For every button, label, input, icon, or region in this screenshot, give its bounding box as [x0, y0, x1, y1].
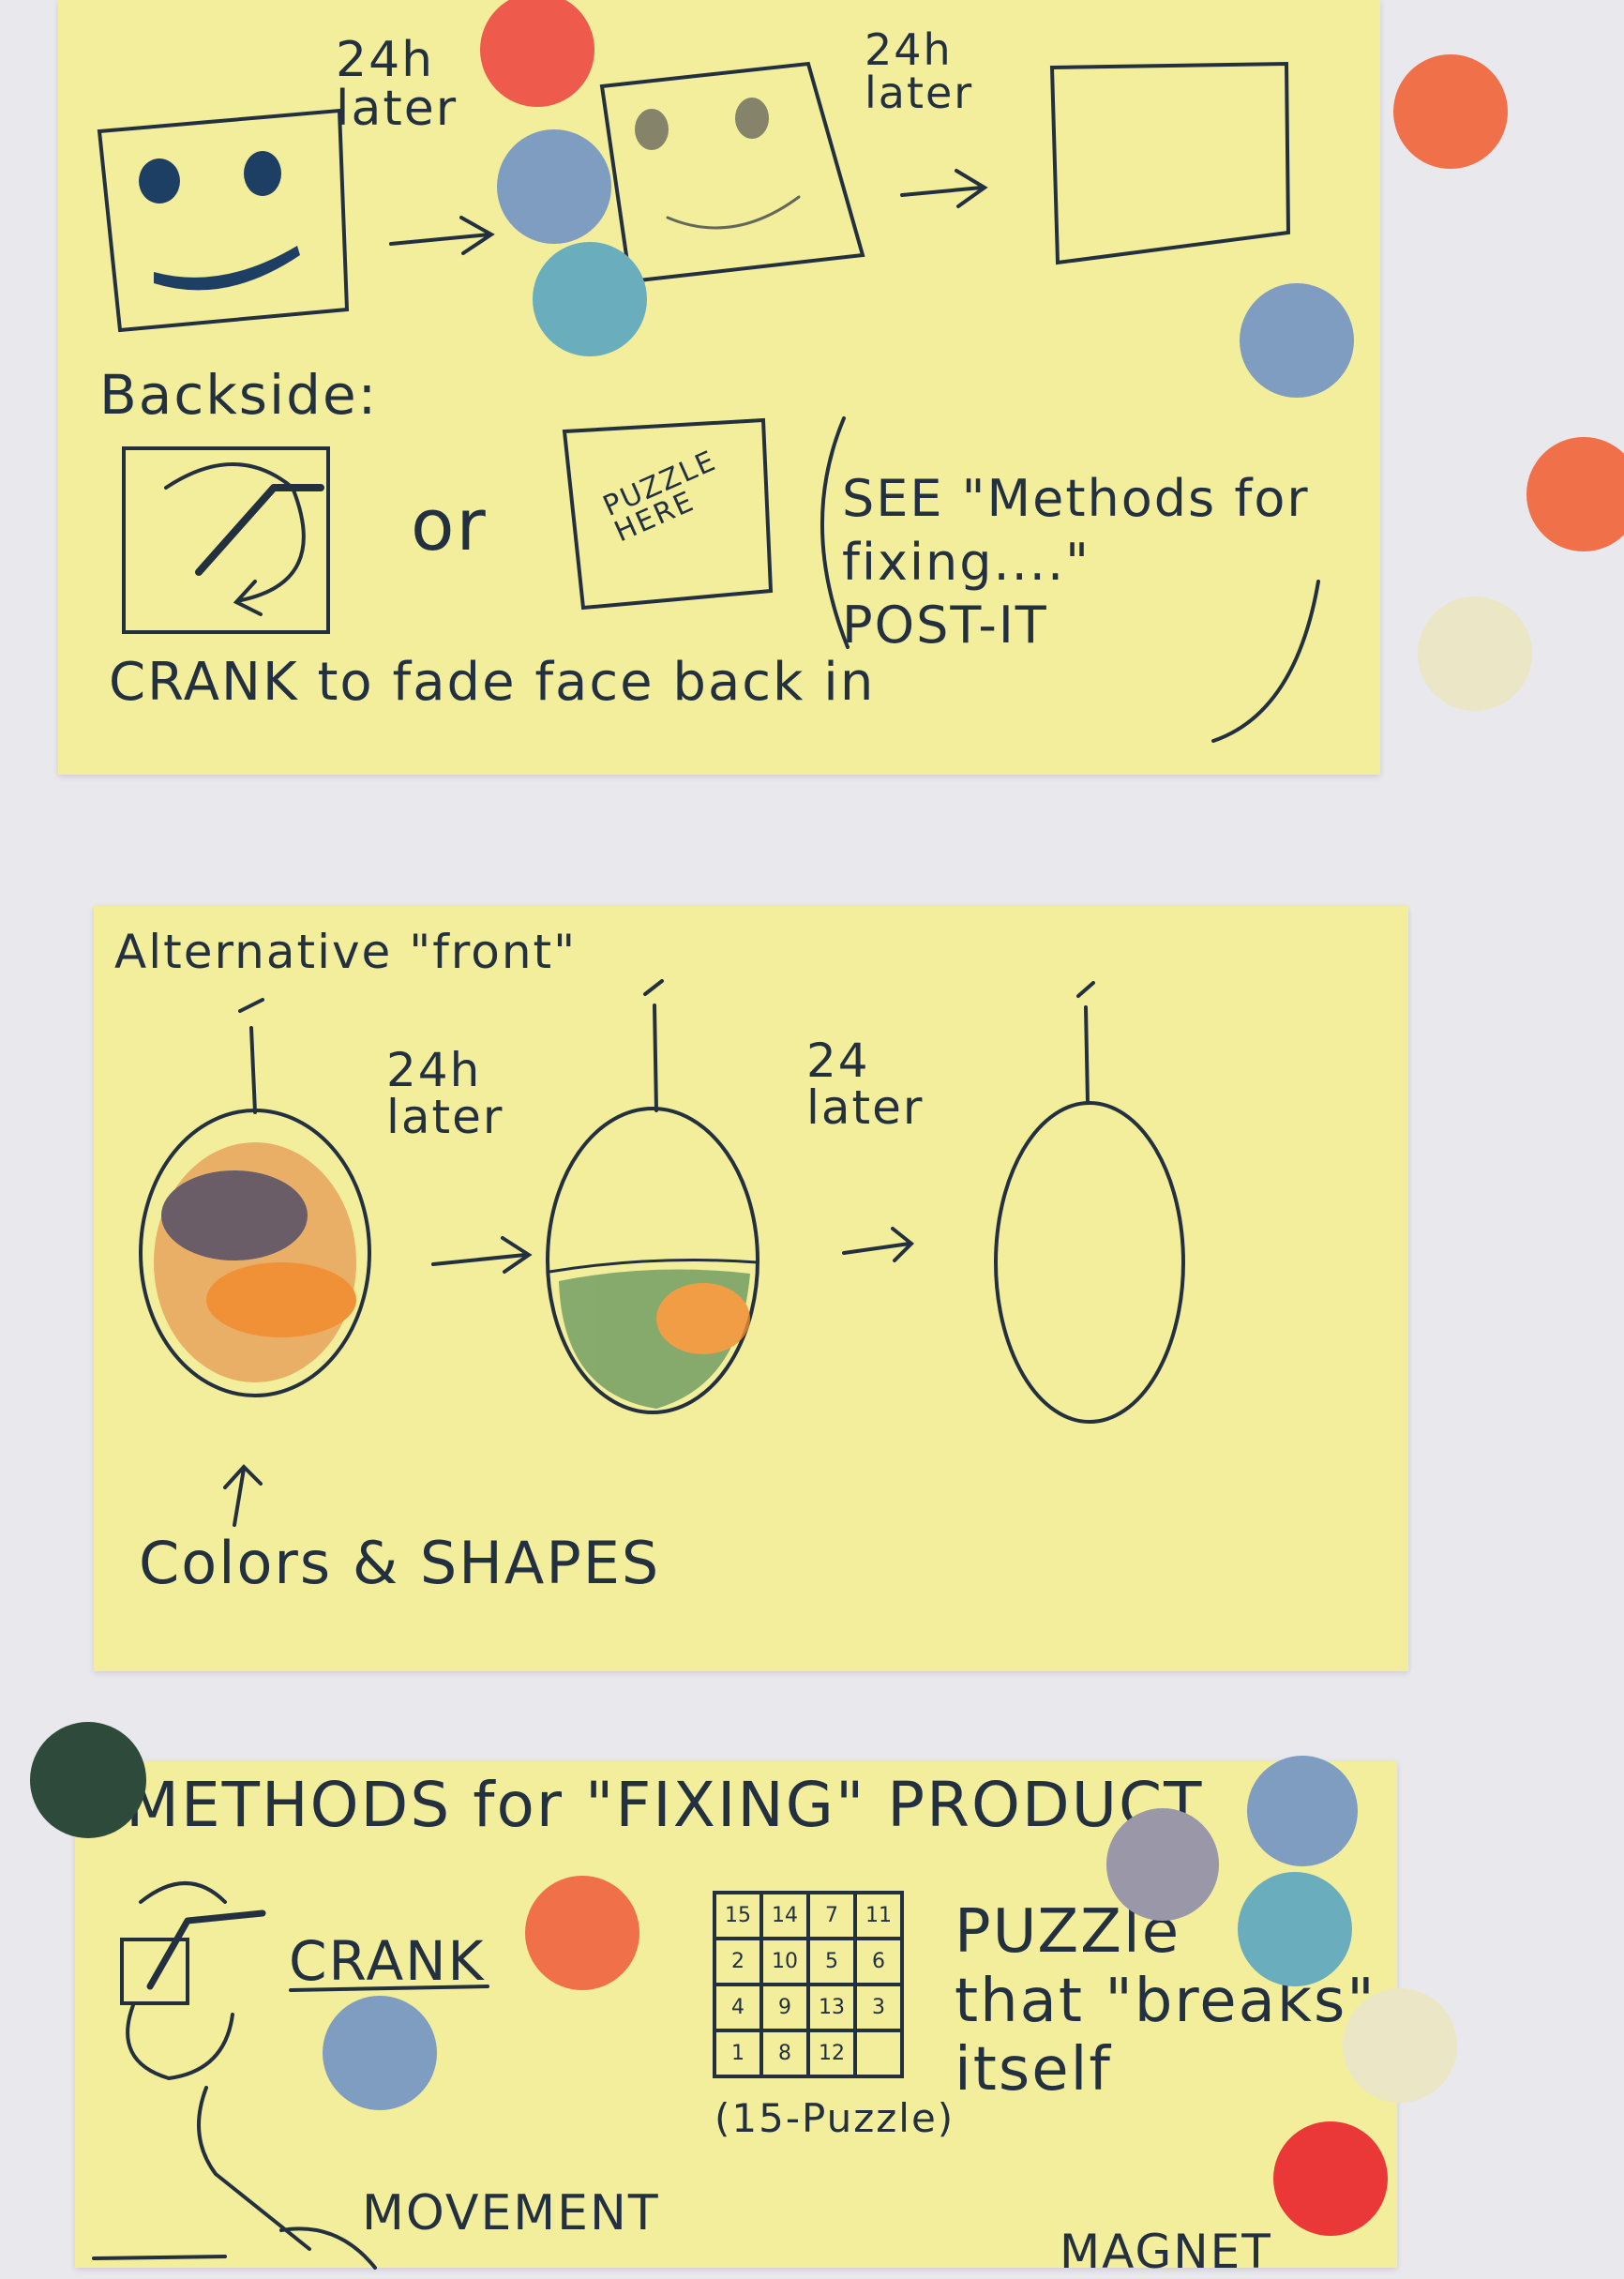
puzzle-cell: 8 [778, 2042, 791, 2065]
puzzle-cell: 6 [872, 1950, 885, 1973]
dot-orange [1393, 54, 1508, 169]
face-box-full [97, 108, 350, 333]
puzzle-cell: 15 [725, 1904, 751, 1927]
puzzle-cell: 9 [778, 1996, 791, 2019]
magnet-label: MAGNET [1060, 2225, 1272, 2279]
sketch-face-sequence [97, 61, 1320, 743]
dot-blue [1247, 1756, 1358, 1866]
puzzle-cell: 14 [772, 1904, 798, 1927]
dot-red [480, 0, 594, 107]
egg-empty [994, 1101, 1185, 1424]
dot-blue [323, 1996, 437, 2110]
or-label: or [411, 483, 488, 566]
crank-label: CRANK [289, 1929, 486, 1993]
see-methods-note: SEE "Methods for fixing...." POST-IT [842, 469, 1310, 655]
puzzle-cell: 13 [819, 1996, 845, 2019]
puzzle-cell: 3 [872, 1996, 885, 2019]
face-box-empty [1049, 61, 1291, 265]
puzzle-cell: 5 [825, 1950, 838, 1973]
puzzle-cell: 12 [819, 2042, 845, 2065]
dot-teal [1238, 1872, 1352, 1986]
backside-label: Backside: [99, 363, 379, 427]
egg-half [546, 1107, 759, 1414]
alternative-front-title: Alternative "front" [114, 925, 578, 979]
label-24h-later: 24h later [386, 1043, 504, 1144]
puzzle-cell: 7 [825, 1904, 838, 1927]
label-24h-later-1: 24h later [336, 32, 459, 137]
sticky-note-top: 24h later 24h later Backside: or PUZZLE … [58, 0, 1380, 775]
dot-cream [1343, 1988, 1457, 2103]
crank-caption: CRANK to fade face back in [109, 652, 876, 713]
movement-label: MOVEMENT [362, 2185, 660, 2241]
puzzle-caption: (15-Puzzle) [714, 2095, 955, 2141]
dot-green [30, 1722, 146, 1838]
crank-box [122, 446, 330, 634]
dot-orange [1526, 437, 1624, 551]
face-box-faded [599, 61, 865, 284]
puzzle-cell: 2 [731, 1950, 744, 1973]
dot-blue [497, 129, 611, 244]
dot-teal [533, 242, 647, 356]
puzzle-cell: 11 [865, 1904, 892, 1927]
dot-cream [1418, 596, 1532, 711]
methods-title: METHODS for "FIXING" PRODUCT [126, 1769, 1204, 1841]
dot-orange [525, 1876, 639, 1990]
sketch-fixing-methods [92, 1881, 904, 2270]
puzzle-here-box [562, 417, 774, 611]
sticky-note-middle: Alternative "front" 24h later 24 later C… [94, 906, 1408, 1671]
label-24-later: 24 later [806, 1034, 925, 1135]
sketch-egg-sequence [139, 979, 1185, 1527]
colors-shapes-caption: Colors & SHAPES [139, 1529, 661, 1597]
puzzle-cell: 1 [731, 2042, 744, 2065]
dot-bright-red [1273, 2121, 1388, 2236]
dot-grey [1106, 1808, 1219, 1921]
puzzle-cell: 4 [731, 1996, 744, 2019]
label-24h-later-2: 24h later [865, 24, 974, 118]
fifteen-puzzle-grid [713, 1891, 904, 2078]
dot-blue [1240, 283, 1354, 398]
puzzle-cells: 15 14 7 11 2 10 5 6 4 9 13 3 1 8 12 [714, 1893, 902, 2076]
puzzle-cell [855, 2030, 902, 2076]
puzzle-cell: 10 [772, 1950, 798, 1973]
